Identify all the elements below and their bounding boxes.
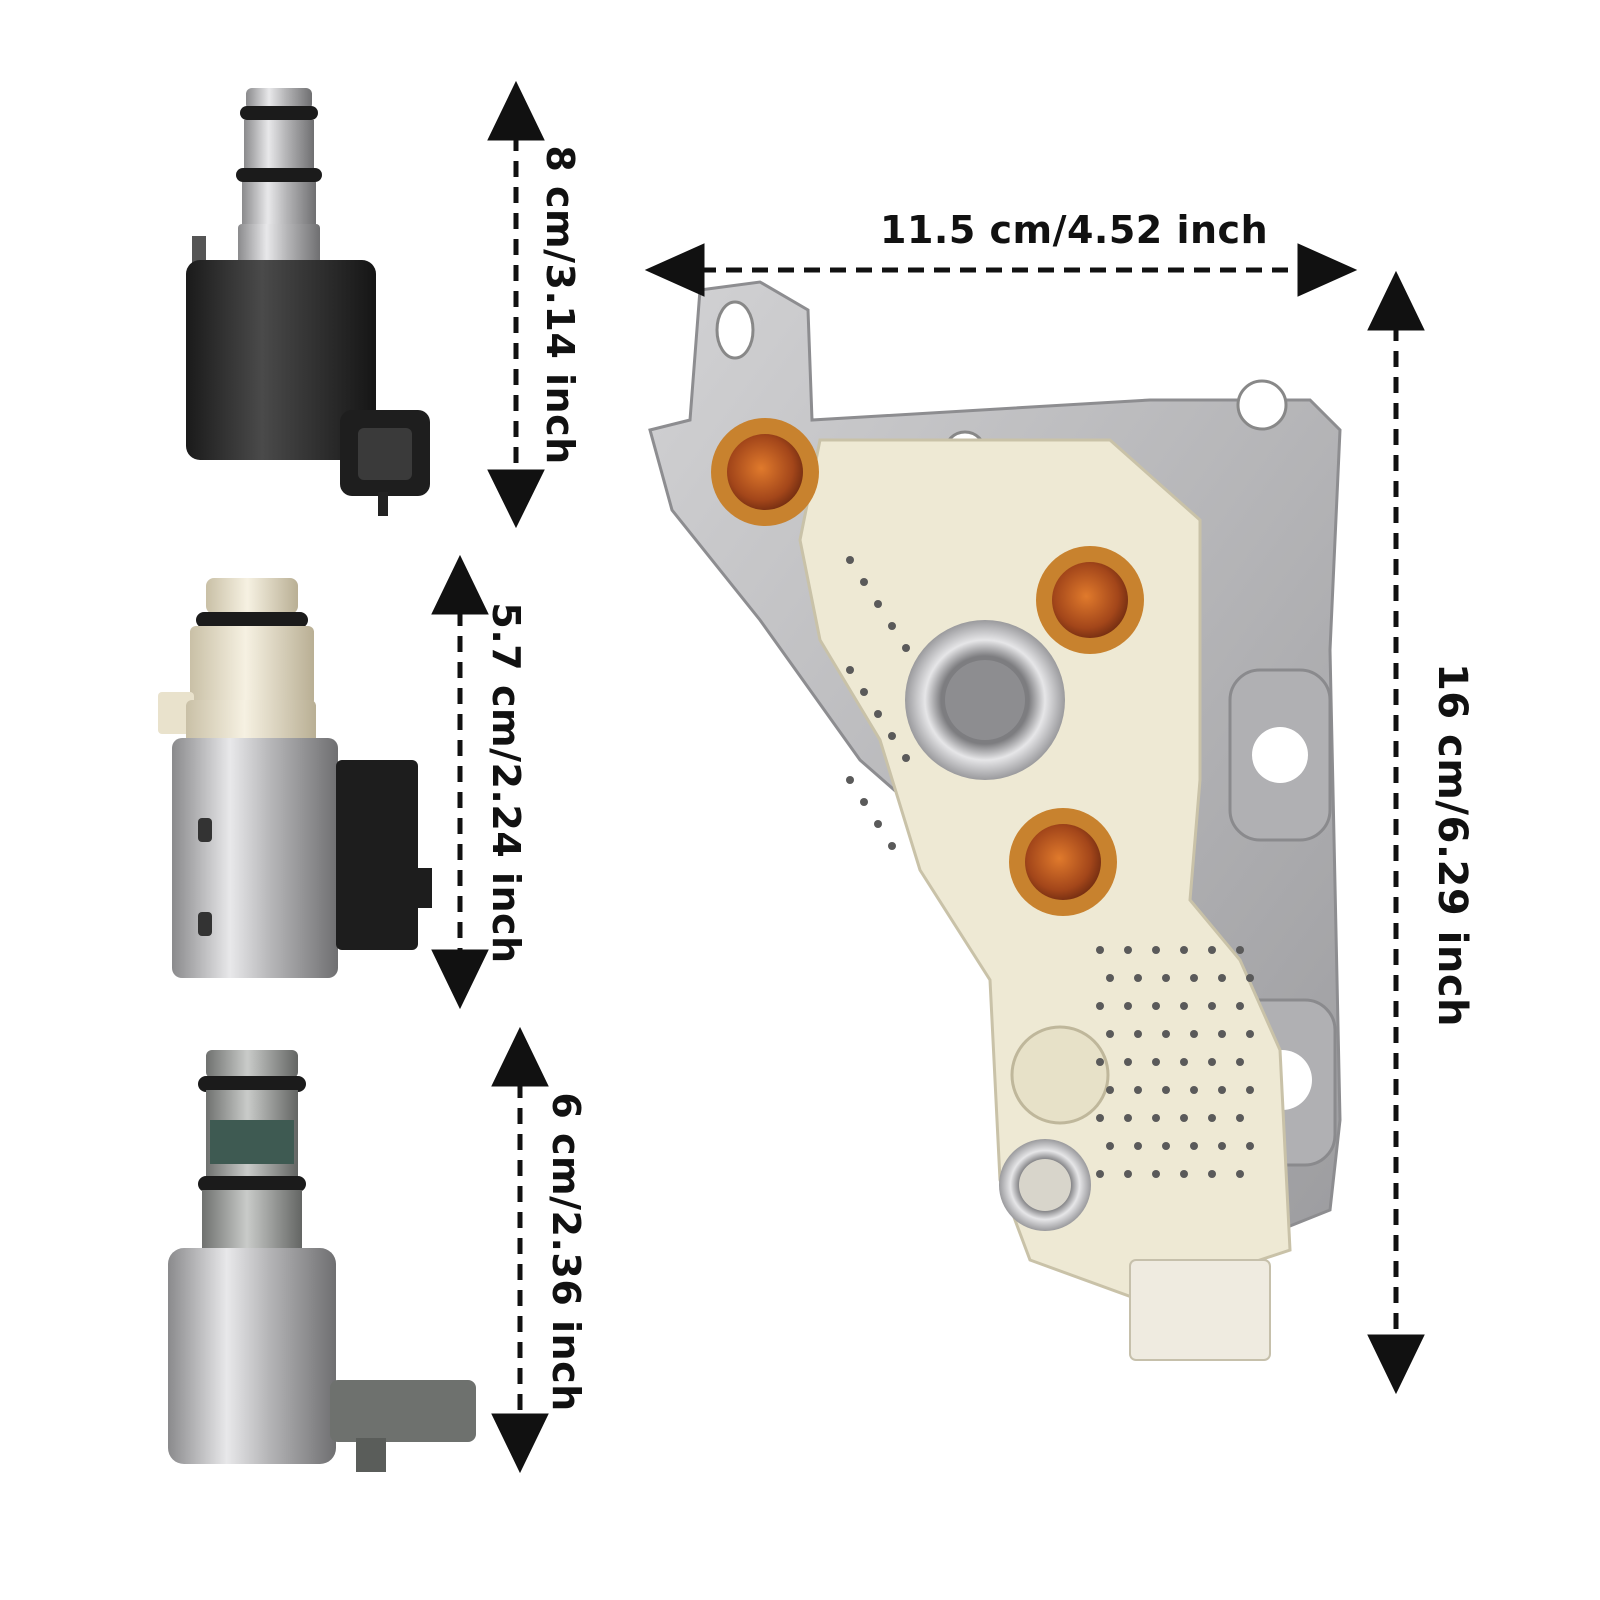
solenoid-middle-height-label: 5.7 cm/2.24 inch [484, 602, 528, 964]
board-hole [902, 644, 910, 652]
board-hole [1236, 1114, 1244, 1122]
board-hole [1134, 1030, 1142, 1038]
board-hole [1218, 1142, 1226, 1150]
board-hole [1106, 1086, 1114, 1094]
board-hole [860, 688, 868, 696]
board-hole [1218, 1030, 1226, 1038]
metal-ring [999, 1139, 1091, 1231]
board-hole [1190, 1142, 1198, 1150]
board-hole [1152, 946, 1160, 954]
board-hole [1106, 1030, 1114, 1038]
amber-seal-2 [1036, 546, 1144, 654]
board-hole [888, 732, 896, 740]
board-hole [1096, 946, 1104, 954]
board-hole [1180, 1058, 1188, 1066]
board-hole [1208, 1114, 1216, 1122]
board-hole [1190, 974, 1198, 982]
board-hole [1124, 1002, 1132, 1010]
board-hole [1218, 974, 1226, 982]
arrow-solenoid-top [487, 80, 545, 529]
board-hole [1218, 1086, 1226, 1094]
steel-cup [905, 620, 1065, 780]
board-hole [1236, 1058, 1244, 1066]
solenoid-bottom [168, 1050, 476, 1472]
board-hole [1134, 974, 1142, 982]
solenoid-middle [158, 578, 432, 978]
board-hole [1246, 1086, 1254, 1094]
board-hole [874, 710, 882, 718]
board-hole [860, 798, 868, 806]
board-hole [1180, 1002, 1188, 1010]
board-hole [1190, 1086, 1198, 1094]
board-hole [1096, 1002, 1104, 1010]
amber-seal-3 [1009, 808, 1117, 916]
amber-seal-1 [711, 418, 819, 526]
board-hole [1096, 1170, 1104, 1178]
board-hole [1162, 1086, 1170, 1094]
board-hole [888, 622, 896, 630]
plate-height-label: 16 cm/6.29 inch [1429, 662, 1475, 1028]
board-hole [1208, 1170, 1216, 1178]
board-hole [846, 666, 854, 674]
board-hole [1106, 974, 1114, 982]
board-hole [1190, 1030, 1198, 1038]
board-hole [1236, 1170, 1244, 1178]
plate-width-label: 11.5 cm/4.52 inch [880, 208, 1269, 252]
board-hole [846, 556, 854, 564]
board-hole [1106, 1142, 1114, 1150]
board-hole [1134, 1142, 1142, 1150]
board-hole [1208, 1002, 1216, 1010]
board-hole [874, 820, 882, 828]
board-hole [1162, 974, 1170, 982]
board-hole [1152, 1002, 1160, 1010]
board-hole [1152, 1170, 1160, 1178]
board-hole [1152, 1058, 1160, 1066]
dimension-arrows [431, 80, 1425, 1474]
solenoid-bottom-height-label: 6 cm/2.36 inch [544, 1092, 588, 1412]
board-hole [1152, 1114, 1160, 1122]
board-hole [1180, 946, 1188, 954]
board-hole [1180, 1170, 1188, 1178]
board-hole [846, 776, 854, 784]
board-hole [874, 600, 882, 608]
board-hole [1124, 1058, 1132, 1066]
board-hole [1162, 1030, 1170, 1038]
arrow-plate-height [1367, 270, 1425, 1395]
transmission-control-plate [648, 280, 1342, 1361]
board-hole [1246, 1142, 1254, 1150]
board-hole [1236, 946, 1244, 954]
board-hole [1096, 1114, 1104, 1122]
board-hole [1236, 1002, 1244, 1010]
board-hole [1162, 1142, 1170, 1150]
board-hole [1096, 1058, 1104, 1066]
board-hole [1208, 946, 1216, 954]
board-hole [1180, 1114, 1188, 1122]
board-hole [902, 754, 910, 762]
board-hole [888, 842, 896, 850]
solenoid-top-height-label: 8 cm/3.14 inch [538, 145, 582, 465]
board-hole [1124, 1170, 1132, 1178]
cream-cap [1010, 1025, 1110, 1125]
board-hole [1246, 974, 1254, 982]
arrow-solenoid-middle [431, 554, 489, 1010]
arrow-plate-width [644, 243, 1358, 297]
board-hole [860, 578, 868, 586]
board-hole [1124, 946, 1132, 954]
arrow-solenoid-bottom [491, 1026, 549, 1474]
board-hole [1208, 1058, 1216, 1066]
board-hole [1134, 1086, 1142, 1094]
board-hole [1246, 1030, 1254, 1038]
solenoid-top [186, 88, 430, 516]
board-hole [1124, 1114, 1132, 1122]
